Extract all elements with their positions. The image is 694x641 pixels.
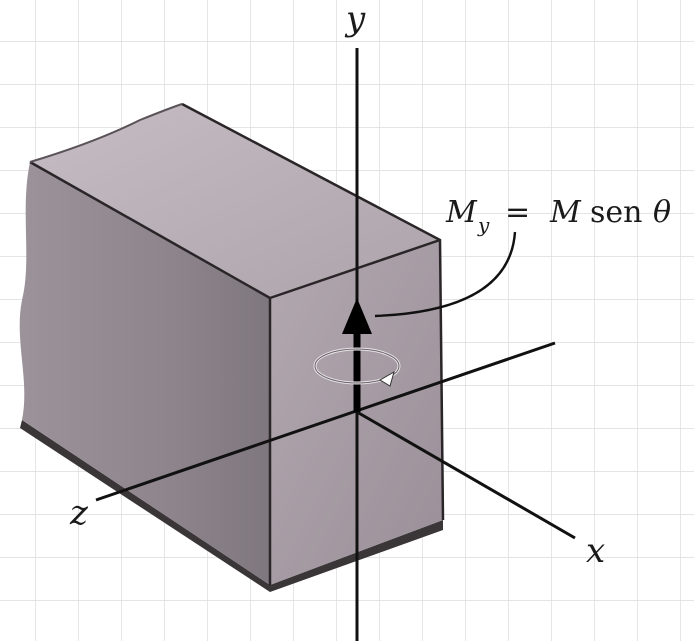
moment-equation: M y = M sen θ <box>445 195 671 237</box>
eq-rhs-symbol: M <box>549 195 582 230</box>
leader-line <box>374 231 517 318</box>
rotation-arrow-icon <box>379 370 395 387</box>
moment-arrow-head <box>342 298 372 334</box>
beam-cut-edge <box>29 103 183 163</box>
z-axis-line <box>95 341 556 502</box>
beam-side-face <box>19 162 271 585</box>
beam-edges <box>29 102 445 585</box>
eq-rhs-angle: θ <box>653 195 671 230</box>
x-axis-line <box>356 410 576 540</box>
eq-equals: = <box>505 195 530 230</box>
eq-rhs-function: sen <box>590 195 642 230</box>
moment-vector <box>313 298 401 412</box>
eq-moment-subscript: y <box>477 213 490 237</box>
eq-moment-symbol: M <box>445 195 478 230</box>
z-axis-label: z <box>69 493 89 533</box>
x-axis-label: x <box>586 531 605 571</box>
beam-top-face <box>30 104 440 298</box>
y-axis-label: y <box>344 0 366 39</box>
rotation-circle-outline <box>314 348 400 384</box>
